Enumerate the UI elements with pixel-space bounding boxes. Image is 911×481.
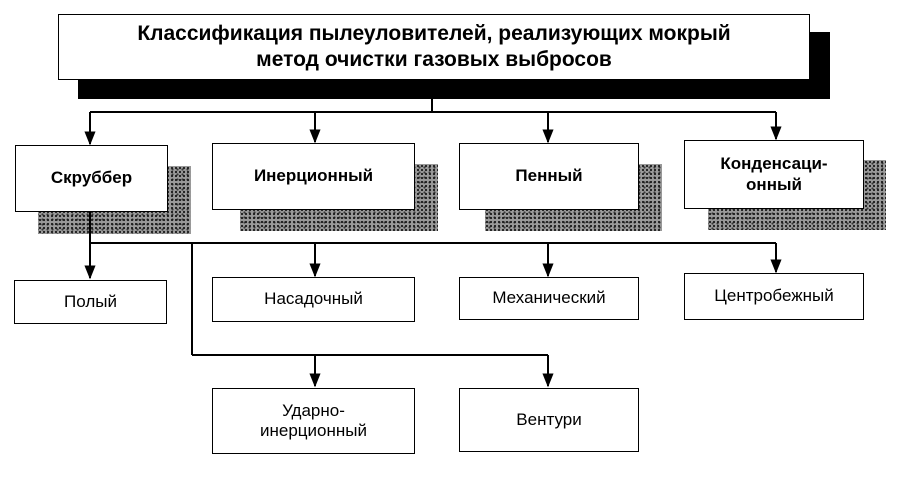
type-centrifugal: Центробежный bbox=[684, 273, 864, 320]
diagram-title: Классификация пылеуловителей, реализующи… bbox=[137, 21, 731, 71]
category-label: Скруббер bbox=[50, 168, 133, 188]
type-impact-inertial: Ударно- инерционный bbox=[212, 388, 415, 454]
category-label: Пенный bbox=[515, 166, 583, 186]
type-mechanical: Механический bbox=[459, 277, 639, 320]
type-label: Механический bbox=[492, 288, 606, 308]
type-label: Насадочный bbox=[264, 289, 363, 309]
category-condensation: Конденсаци- онный bbox=[684, 140, 864, 209]
type-label: Ударно- инерционный bbox=[260, 400, 367, 440]
category-label: Инерционный bbox=[253, 166, 374, 186]
type-packed: Насадочный bbox=[212, 277, 415, 322]
category-label: Конденсаци- онный bbox=[720, 154, 828, 194]
type-label: Вентури bbox=[516, 409, 582, 429]
type-label: Полый bbox=[64, 291, 117, 311]
diagram-title-box: Классификация пылеуловителей, реализующи… bbox=[58, 14, 810, 80]
category-foam: Пенный bbox=[459, 143, 639, 210]
type-hollow: Полый bbox=[14, 280, 167, 324]
type-label: Центробежный bbox=[714, 286, 834, 306]
category-scrubber: Скруббер bbox=[15, 145, 168, 212]
type-venturi: Вентури bbox=[459, 388, 639, 452]
category-inertial: Инерционный bbox=[212, 143, 415, 210]
